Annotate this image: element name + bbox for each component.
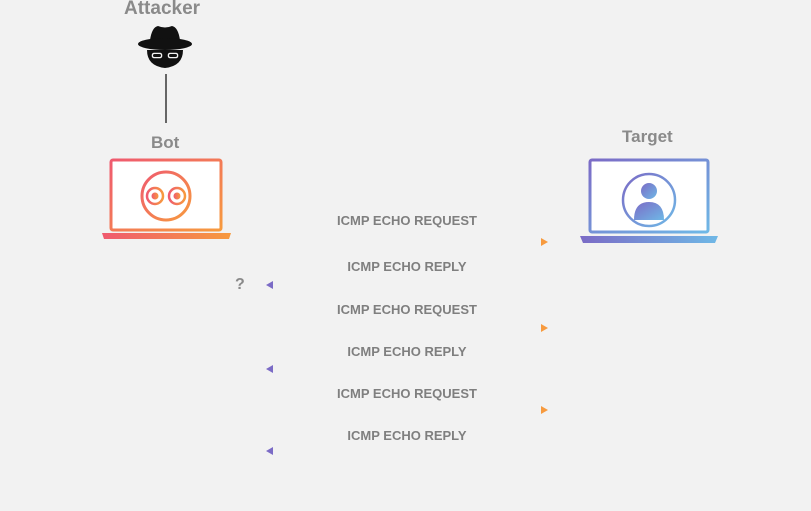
arrow-head xyxy=(541,238,548,246)
bot-laptop xyxy=(102,158,231,239)
user-icon xyxy=(621,172,677,228)
target-label: Target xyxy=(622,127,673,146)
echo-reply-arrow xyxy=(266,365,547,373)
echo-request-label: ICMP ECHO REQUEST xyxy=(337,302,477,317)
echo-request-arrow xyxy=(267,238,548,246)
echo-reply-label: ICMP ECHO REPLY xyxy=(347,428,467,443)
echo-request-arrow xyxy=(267,406,548,414)
bot-label: Bot xyxy=(151,133,180,152)
spy-icon xyxy=(138,26,192,68)
message-arrows xyxy=(266,238,548,455)
echo-reply-label: ICMP ECHO REPLY xyxy=(347,344,467,359)
arrow-head xyxy=(266,281,273,289)
echo-reply-arrow xyxy=(266,447,547,455)
echo-request-label: ICMP ECHO REQUEST xyxy=(337,213,477,228)
arrow-head xyxy=(266,365,273,373)
robot-face-icon xyxy=(140,170,192,222)
arrow-head xyxy=(541,324,548,332)
echo-request-arrow xyxy=(267,324,548,332)
target-laptop xyxy=(580,158,718,243)
attacker-label: Attacker xyxy=(124,0,201,19)
echo-reply-label: ICMP ECHO REPLY xyxy=(347,259,467,274)
echo-reply-arrow xyxy=(266,281,547,289)
reply-question-mark: ? xyxy=(235,276,245,293)
arrow-head xyxy=(541,406,548,414)
arrow-head xyxy=(266,447,273,455)
echo-request-label: ICMP ECHO REQUEST xyxy=(337,386,477,401)
